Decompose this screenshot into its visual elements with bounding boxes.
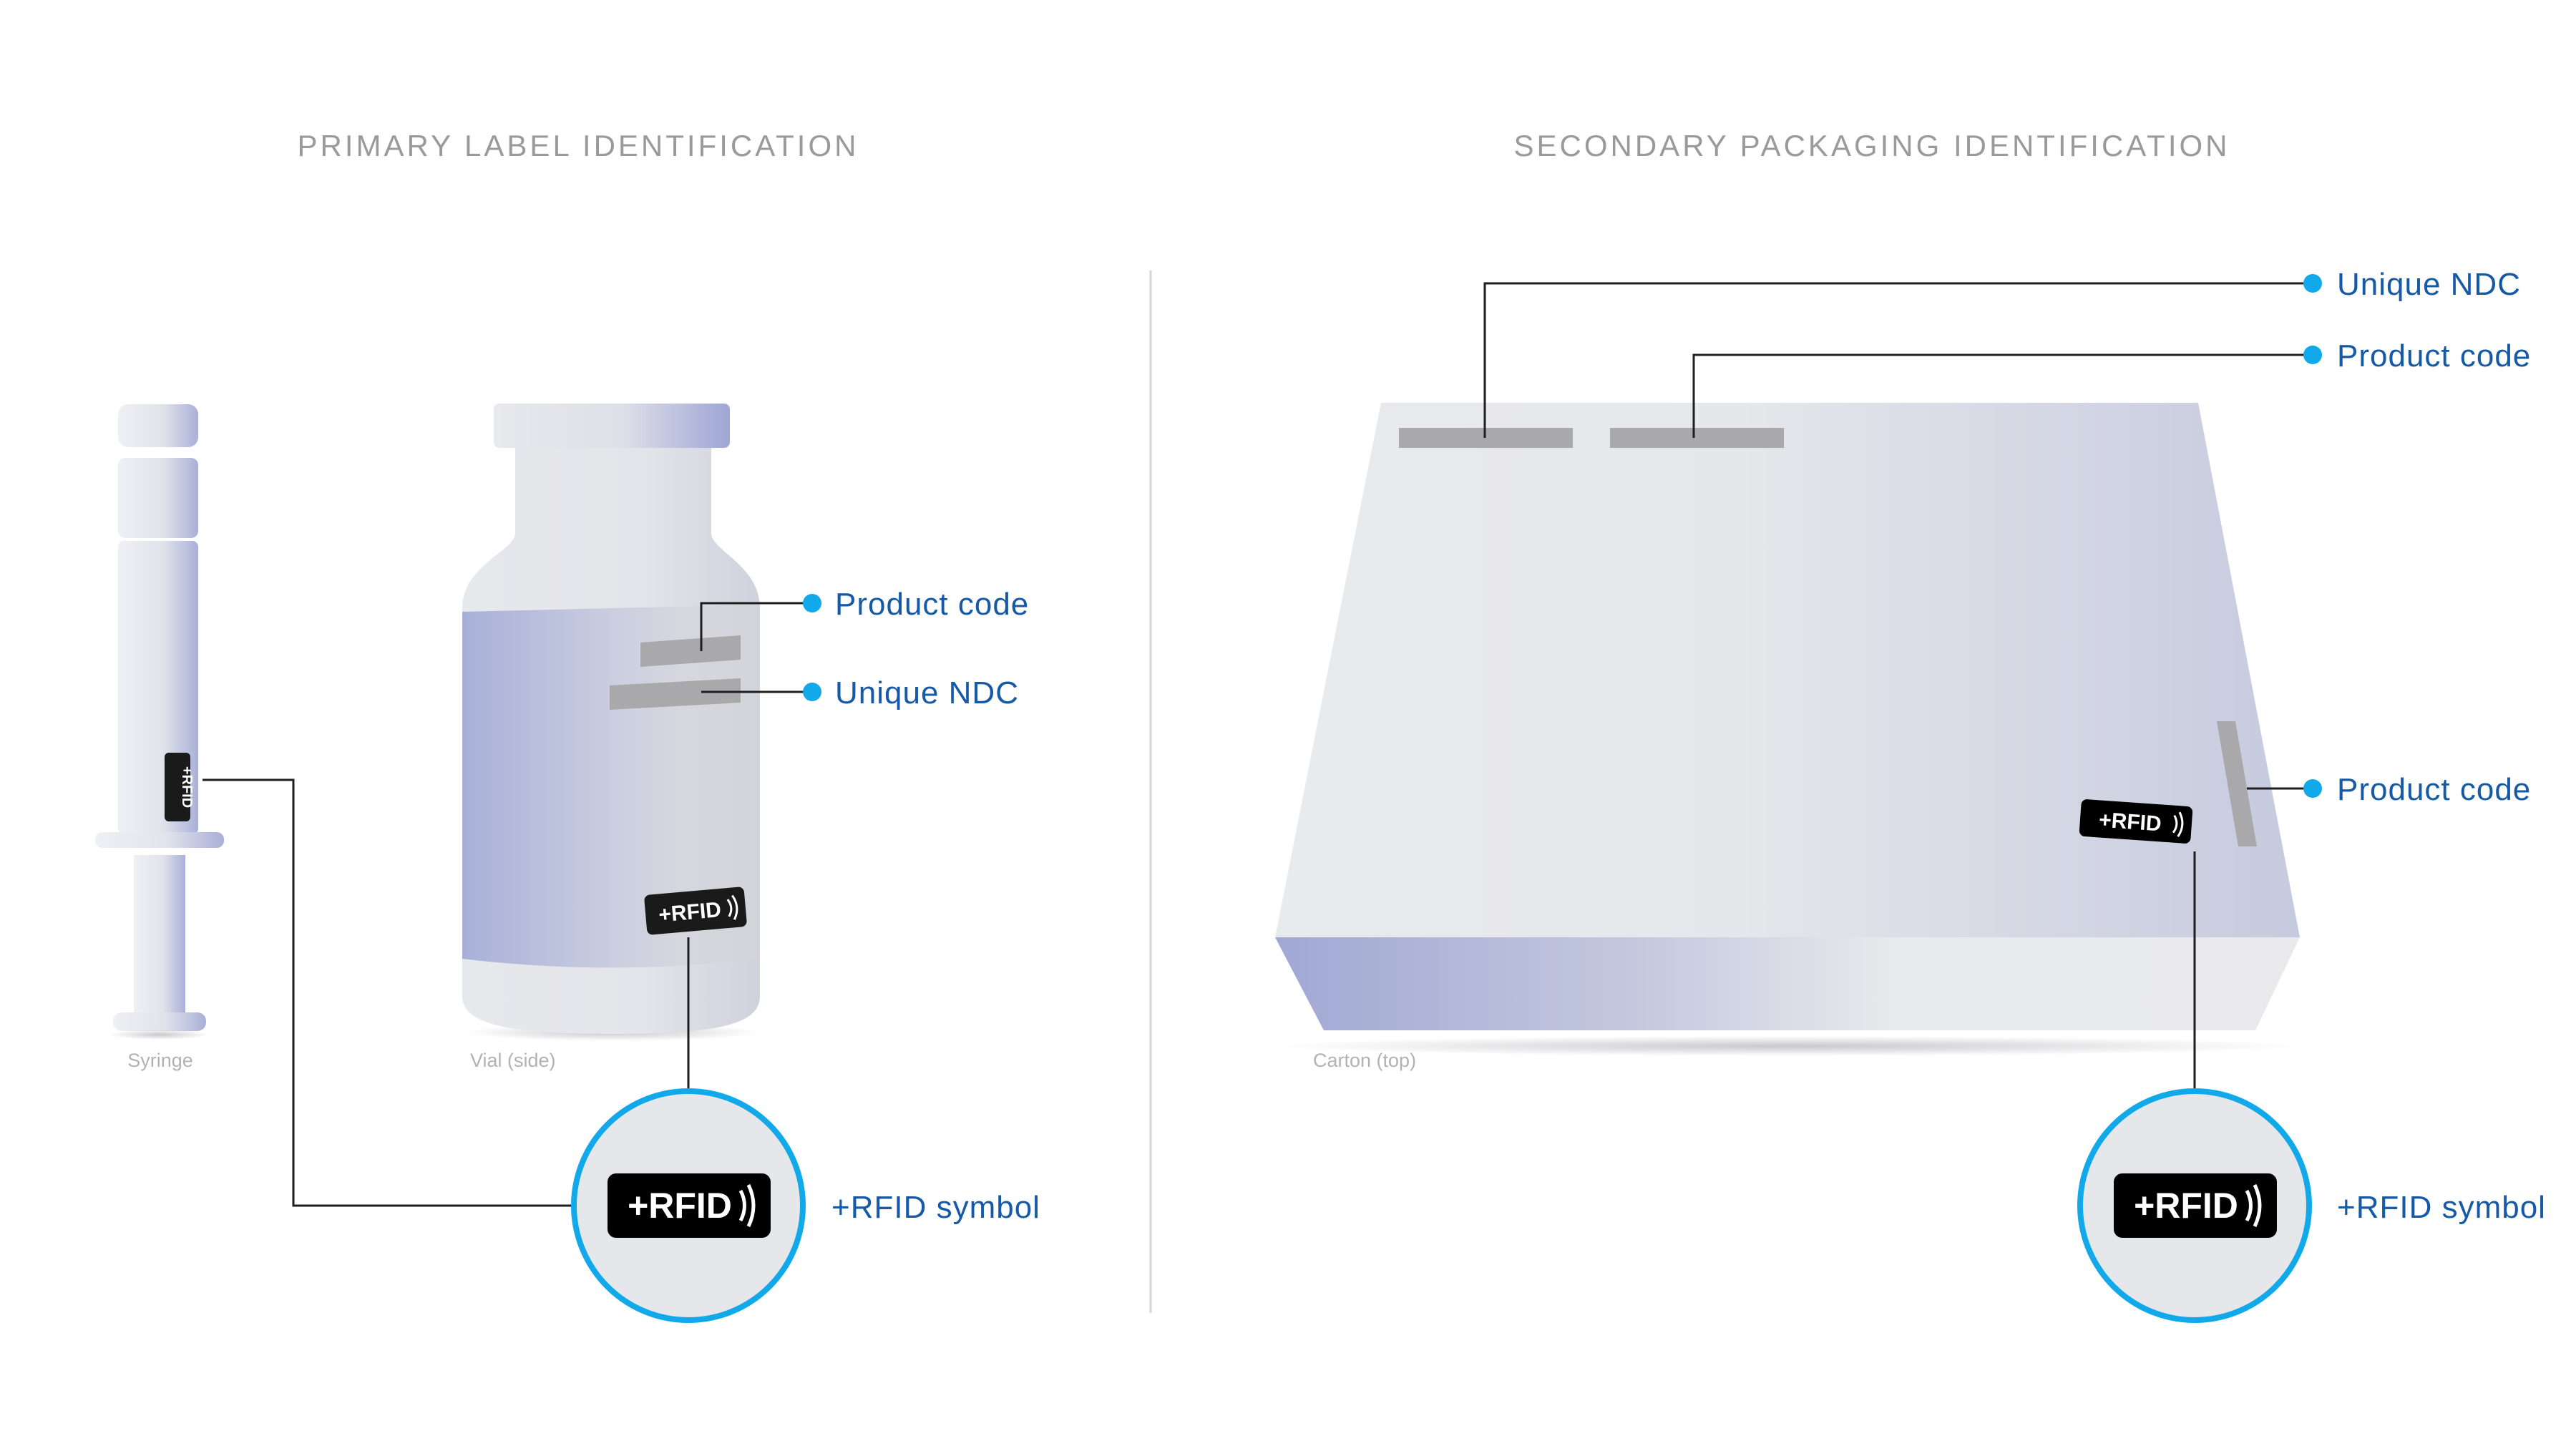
primary-rfid-symbol-text: +RFID xyxy=(628,1186,732,1226)
secondary-heading: SECONDARY PACKAGING IDENTIFICATION xyxy=(1513,129,2230,162)
secondary-rfid-symbol-label: +RFID symbol xyxy=(2337,1190,2546,1225)
carton-rfid-badge: +RFID xyxy=(2079,799,2193,844)
carton-caption: Carton (top) xyxy=(1313,1050,1416,1071)
primary-heading: PRIMARY LABEL IDENTIFICATION xyxy=(298,129,859,162)
vial-product-code-barcode xyxy=(640,635,741,667)
carton-ndc-leader xyxy=(1483,282,2313,438)
primary-rfid-symbol-label: +RFID symbol xyxy=(831,1190,1040,1225)
carton: +RFID xyxy=(1274,403,2304,1056)
carton-rfid-badge-text: +RFID xyxy=(2098,808,2162,836)
vial-ndc-barcode xyxy=(610,678,741,710)
vial-ndc-label: Unique NDC xyxy=(835,675,1019,710)
carton-ndc-label: Unique NDC xyxy=(2337,267,2521,302)
secondary-rfid-symbol-text: +RFID xyxy=(2134,1186,2238,1226)
vial-product-code-label: Product code xyxy=(835,587,1029,622)
carton-ndc-dot xyxy=(2303,274,2322,293)
carton-front-face xyxy=(1275,937,2300,1030)
carton-product-code-barcode xyxy=(1610,428,1784,448)
primary-rfid-symbol-icon xyxy=(608,1173,771,1238)
carton-product-code-leader xyxy=(1692,353,2313,438)
carton-product-code-dot xyxy=(2303,346,2322,364)
syringe-rfid-tag xyxy=(165,753,190,821)
vial-product-code-dot xyxy=(803,594,821,612)
carton-side-product-code-barcode xyxy=(2217,721,2257,846)
carton-top-face xyxy=(1275,403,2300,937)
vial: +RFID xyxy=(462,404,760,1041)
vial-rfid-badge-text: +RFID xyxy=(658,898,722,927)
vial-product-code-leader xyxy=(700,602,812,651)
primary-rfid-magnifier: +RFID xyxy=(571,1088,806,1323)
syringe-rfid-tag-text: +RFID xyxy=(179,766,195,808)
vial-ndc-dot xyxy=(803,683,821,701)
syringe: +RFID xyxy=(95,404,224,1040)
carton-product-code-label: Product code xyxy=(2337,338,2531,373)
vial-rfid-badge: +RFID xyxy=(644,887,747,935)
secondary-rfid-magnifier: +RFID xyxy=(2077,1088,2312,1323)
carton-side-product-code-label: Product code xyxy=(2337,772,2531,807)
vial-caption: Vial (side) xyxy=(470,1050,556,1071)
syringe-rfid-leader xyxy=(203,778,575,1207)
carton-side-product-code-dot xyxy=(2303,779,2322,798)
syringe-caption: Syringe xyxy=(127,1050,193,1071)
secondary-rfid-symbol-icon xyxy=(2114,1173,2277,1238)
